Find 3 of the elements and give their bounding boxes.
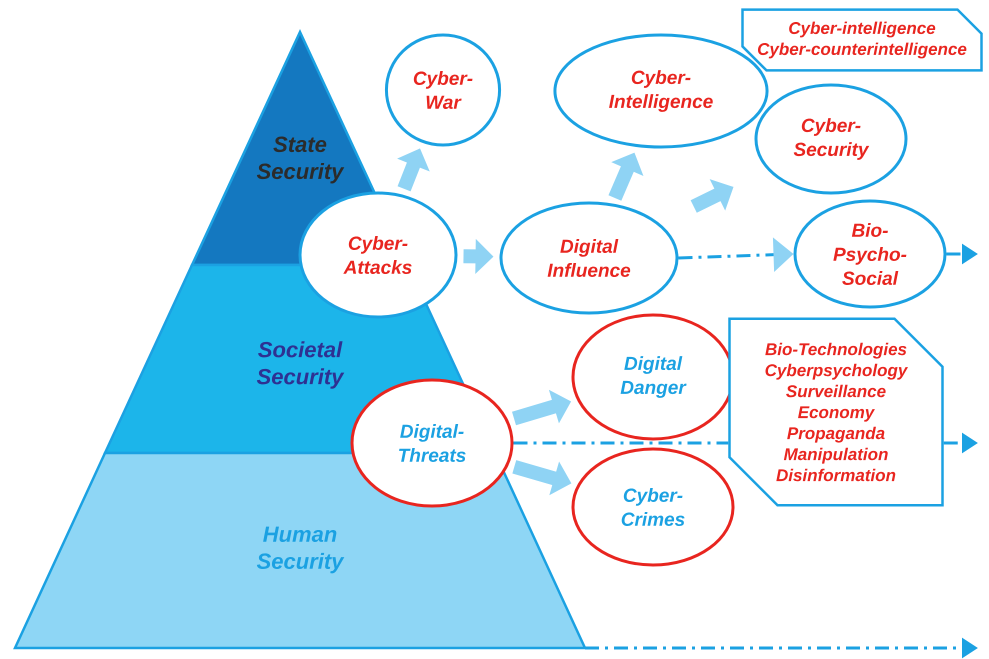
callout-box: Cyber-intelligence Cyber-counterintelligence: [741, 8, 983, 72]
dash-dot-line: [514, 442, 728, 444]
callout-box: Bio-Technologies Cyberpsychology Surveillance Economy Propaganda Manipulation Disinformation: [728, 318, 944, 506]
